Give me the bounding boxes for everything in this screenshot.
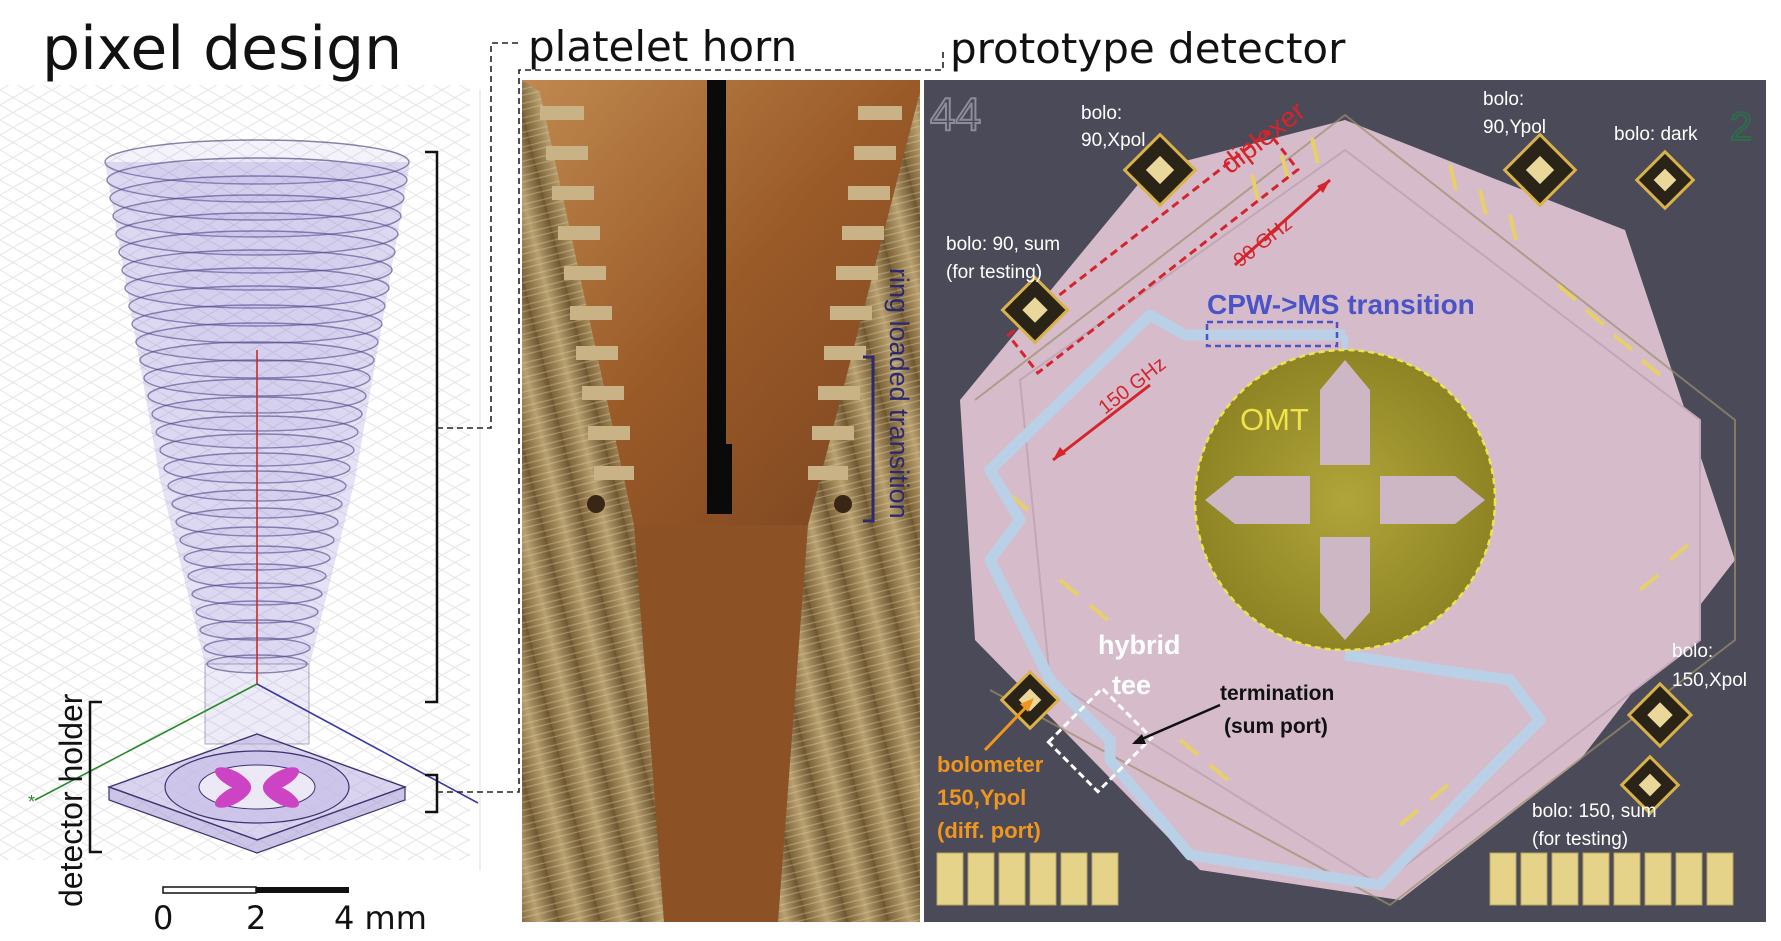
bolo-90-ypol-label-2: 90,Ypol bbox=[1483, 117, 1546, 138]
detector-holder-bracket bbox=[88, 700, 102, 854]
connector-detector bbox=[437, 52, 944, 793]
alignment-hole-left bbox=[587, 495, 605, 513]
alignment-hole-right bbox=[834, 495, 852, 513]
chip-corner-mark: 2 bbox=[1730, 105, 1752, 149]
scale-label-2: 2 bbox=[246, 899, 266, 937]
prototype-detector-title: prototype detector bbox=[950, 24, 1346, 73]
pixel-design-title: pixel design bbox=[42, 14, 403, 84]
horn-rings bbox=[104, 139, 410, 674]
horn-bracket bbox=[425, 150, 439, 704]
omt-label: OMT bbox=[1240, 402, 1309, 437]
arrow-150ghz bbox=[1052, 383, 1151, 462]
bolometer-label: bolometer bbox=[937, 752, 1044, 777]
platelet-horn-title: platelet horn bbox=[528, 22, 798, 71]
scale-label-4mm: 4 mm bbox=[334, 899, 427, 937]
prototype-detector-panel: OMT CPW->MS transition diplexer 90 GHz 1… bbox=[924, 80, 1766, 922]
omt-probes-icon bbox=[214, 767, 300, 808]
bolo-90-xpol-label-2: 90,Xpol bbox=[1081, 130, 1145, 151]
bond-pads-right bbox=[1489, 852, 1734, 906]
sum-port-label: (sum port) bbox=[1224, 715, 1328, 738]
plate-bracket bbox=[425, 773, 439, 814]
termination-arrow bbox=[1134, 703, 1221, 744]
mask-strip bbox=[700, 80, 732, 514]
hybrid-tee-box bbox=[1046, 686, 1154, 794]
bolo-150-xpol-label-1: bolo: bbox=[1672, 641, 1713, 662]
arrow-90ghz bbox=[1233, 178, 1332, 267]
svg-text:*: * bbox=[28, 792, 35, 812]
omt-circle bbox=[1193, 348, 1497, 652]
bolo-150-xpol-label-2: 150,Xpol bbox=[1672, 670, 1747, 691]
omt-probes bbox=[1205, 360, 1485, 640]
bolo-90-sum-label-1: bolo: 90, sum bbox=[946, 234, 1060, 255]
hybrid-label: hybrid bbox=[1098, 630, 1181, 660]
detector-holder-label: detector holder bbox=[53, 693, 89, 907]
scale-label-0: 0 bbox=[153, 899, 173, 937]
detector-holder-plate bbox=[106, 733, 408, 854]
bolometer-arrow bbox=[983, 701, 1032, 752]
tee-label: tee bbox=[1112, 670, 1151, 700]
bolo-dark-label: bolo: dark bbox=[1614, 124, 1698, 145]
bolo-90-sum-label-2: (for testing) bbox=[946, 262, 1042, 283]
bolo-150-sum-label-2: (for testing) bbox=[1532, 829, 1628, 850]
chip-id-label: 44 bbox=[930, 88, 981, 140]
bond-pads-left bbox=[936, 852, 1119, 906]
cpw-ms-label: CPW->MS transition bbox=[1207, 289, 1475, 320]
ring-loaded-bracket bbox=[863, 355, 875, 523]
pixel-design-panel: * 0 2 4 mm detector holder bbox=[0, 42, 944, 937]
platelet-horn-panel: ring loaded transition bbox=[522, 80, 920, 922]
cpw-ms-box bbox=[1205, 320, 1339, 348]
bolo-150-sum-label-1: bolo: 150, sum bbox=[1532, 801, 1657, 822]
ring-loaded-transition-label: ring loaded transition bbox=[884, 268, 914, 519]
termination-label: termination bbox=[1220, 682, 1334, 705]
diff-port-label: (diff. port) bbox=[937, 818, 1041, 843]
bolo-90-xpol-label-1: bolo: bbox=[1081, 103, 1122, 124]
scale-bar: 0 2 4 mm bbox=[153, 886, 427, 937]
bolometer-150ypol-label: 150,Ypol bbox=[937, 785, 1026, 810]
ring-steps-left bbox=[540, 106, 634, 480]
diplexer-box bbox=[1006, 129, 1300, 375]
cpw-line bbox=[984, 309, 1546, 891]
coordinate-axes: * bbox=[28, 350, 479, 812]
filter-stubs bbox=[1008, 137, 1690, 827]
ring-steps-right bbox=[808, 106, 902, 480]
bolo-90-ypol-label-1: bolo: bbox=[1483, 89, 1524, 110]
connector-horn bbox=[437, 42, 522, 429]
